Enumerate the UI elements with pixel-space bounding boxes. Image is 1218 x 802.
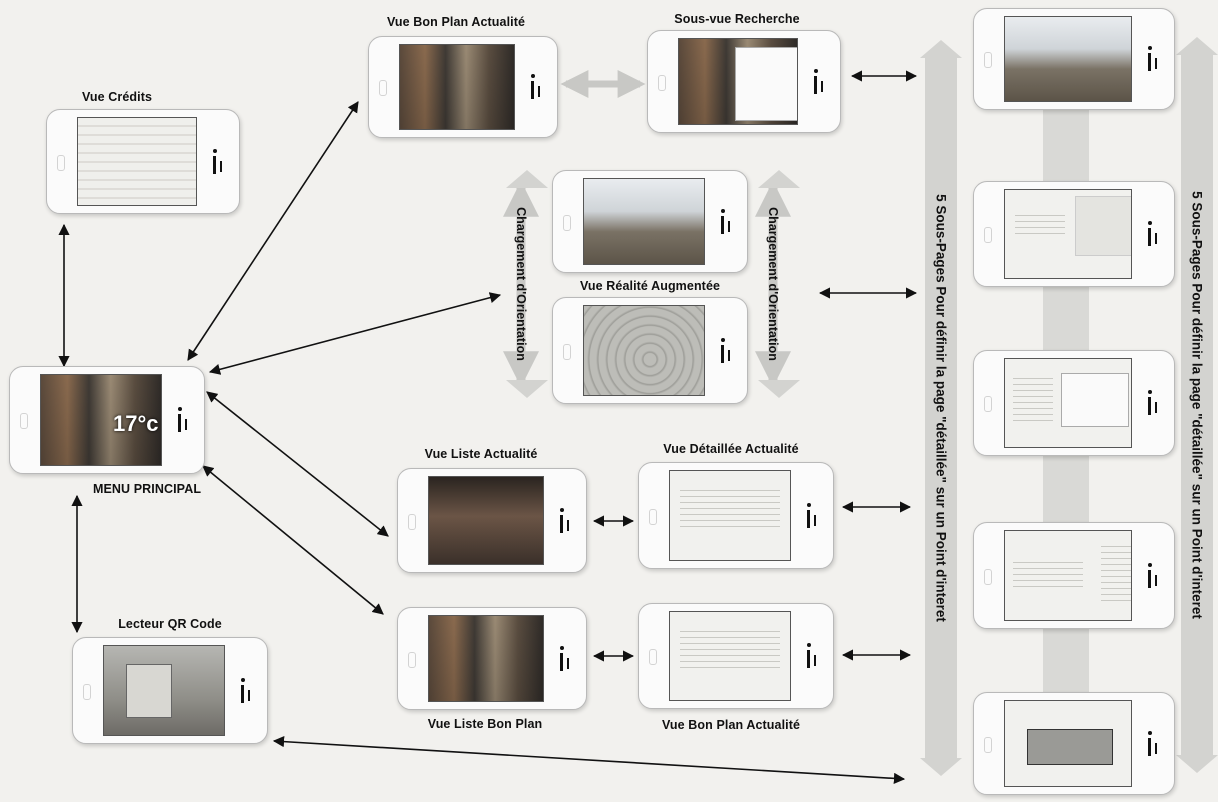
home-button-icon [1146, 46, 1162, 74]
screen-menu-principal: 17°c [40, 374, 162, 466]
form-panel [1027, 729, 1113, 765]
phone-ar-landscape [552, 297, 748, 404]
phone-speaker [649, 649, 657, 665]
screen-subpage-4 [1004, 530, 1132, 621]
text-lines [1013, 557, 1083, 587]
phone-speaker [563, 214, 571, 231]
screen-ar-bottom [583, 305, 705, 396]
phone-subpage-3 [973, 350, 1175, 456]
phone-subpage-5 [973, 692, 1175, 795]
phone-speaker [379, 80, 387, 96]
side-lines [1101, 541, 1131, 603]
banner-left: 5 Sous-Pages Pour définir la page "détai… [920, 40, 962, 776]
phone-speaker [83, 683, 91, 700]
title-vue-credits: Vue Crédits [81, 90, 153, 104]
text-lines [680, 626, 780, 670]
home-button-icon [176, 407, 192, 435]
screen-recherche [678, 38, 798, 125]
phone-liste-bon-plan [397, 607, 587, 710]
screen-qr [103, 645, 225, 736]
text-lines [1013, 373, 1053, 425]
phone-speaker [984, 396, 992, 412]
phone-menu-principal: 17°c [9, 366, 205, 474]
text-lines [680, 485, 780, 529]
phone-bon-plan-actualite-bottom [638, 603, 834, 709]
screen-ar-top [583, 178, 705, 265]
phone-subpage-1 [973, 8, 1175, 110]
title-lecteur-qr: Lecteur QR Code [118, 617, 222, 631]
phone-sous-vue-recherche [647, 30, 841, 133]
home-button-icon [805, 643, 821, 671]
home-button-icon [812, 68, 828, 97]
screen-bon-plan-top [399, 44, 515, 130]
phone-subpage-2 [973, 181, 1175, 287]
phone-speaker [20, 413, 28, 429]
home-button-icon [1146, 221, 1162, 249]
phone-vue-credits [46, 109, 240, 214]
phone-speaker [984, 52, 992, 68]
orientation-label-left: Chargement d'Orientation [514, 207, 528, 361]
home-button-icon [1146, 562, 1162, 591]
phone-speaker [57, 154, 65, 171]
banner-right: 5 Sous-Pages Pour définir la page "détai… [1176, 37, 1218, 773]
text-lines [1015, 210, 1065, 234]
map-thumbnail [1075, 196, 1131, 256]
phone-speaker [984, 568, 992, 585]
screen-subpage-5 [1004, 700, 1132, 787]
screen-subpage-3 [1004, 358, 1132, 448]
search-panel [735, 47, 797, 121]
screen-subpage-1 [1004, 16, 1132, 102]
title-sous-vue-recherche: Sous-vue Recherche [674, 12, 800, 26]
temperature-label: 17°c [113, 411, 159, 436]
phone-speaker [408, 651, 416, 668]
phone-speaker [408, 513, 416, 530]
orientation-label-right: Chargement d'Orientation [766, 207, 780, 361]
home-button-icon [719, 208, 735, 237]
title-vue-bon-plan-actualite-top: Vue Bon Plan Actualité [386, 15, 526, 29]
arrow-menu-liste-bonplan [202, 465, 384, 615]
phone-speaker [984, 736, 992, 753]
screen-subpage-2 [1004, 189, 1132, 279]
info-panel [1061, 373, 1129, 427]
phone-bon-plan-actualite-top [368, 36, 558, 138]
home-button-icon [239, 677, 255, 706]
phone-speaker [984, 227, 992, 243]
home-button-icon [805, 502, 821, 531]
home-button-icon [529, 74, 545, 102]
home-button-icon [211, 148, 227, 177]
qr-card [126, 664, 172, 718]
screen-detaillee-actualite [669, 470, 791, 561]
screen-liste-bon-plan [428, 615, 544, 702]
title-vue-liste-bon-plan: Vue Liste Bon Plan [427, 717, 543, 731]
phone-speaker [649, 508, 657, 525]
title-menu-principal: MENU PRINCIPAL [92, 482, 202, 496]
title-vue-realite-augmentee: Vue Réalité Augmentée [579, 279, 721, 293]
home-button-icon [1146, 390, 1162, 418]
home-button-icon [558, 507, 574, 536]
phone-lecteur-qr [72, 637, 268, 744]
orientation-strip-right: Chargement d'Orientation [758, 170, 800, 398]
home-button-icon [558, 645, 574, 674]
orientation-strip-left: Chargement d'Orientation [506, 170, 548, 398]
phone-speaker [563, 343, 571, 360]
phone-ar-portrait [552, 170, 748, 273]
phone-speaker [658, 74, 666, 91]
phone-liste-actualite [397, 468, 587, 573]
screen-liste-actualite [428, 476, 544, 565]
phone-detaillee-actualite [638, 462, 834, 569]
title-vue-detaillee-actualite: Vue Détaillée Actualité [663, 442, 799, 456]
arrow-menu-ar [208, 292, 502, 375]
arrow-menu-liste-actualite [206, 391, 389, 537]
arrow-qr-banner [272, 736, 906, 784]
home-button-icon [1146, 730, 1162, 759]
home-button-icon [719, 337, 735, 366]
screen-credits [77, 117, 197, 206]
title-vue-bon-plan-actualite-bottom: Vue Bon Plan Actualité [661, 718, 801, 732]
title-vue-liste-actualite: Vue Liste Actualité [424, 447, 538, 461]
phone-subpage-4 [973, 522, 1175, 629]
screen-bon-plan-bottom [669, 611, 791, 701]
